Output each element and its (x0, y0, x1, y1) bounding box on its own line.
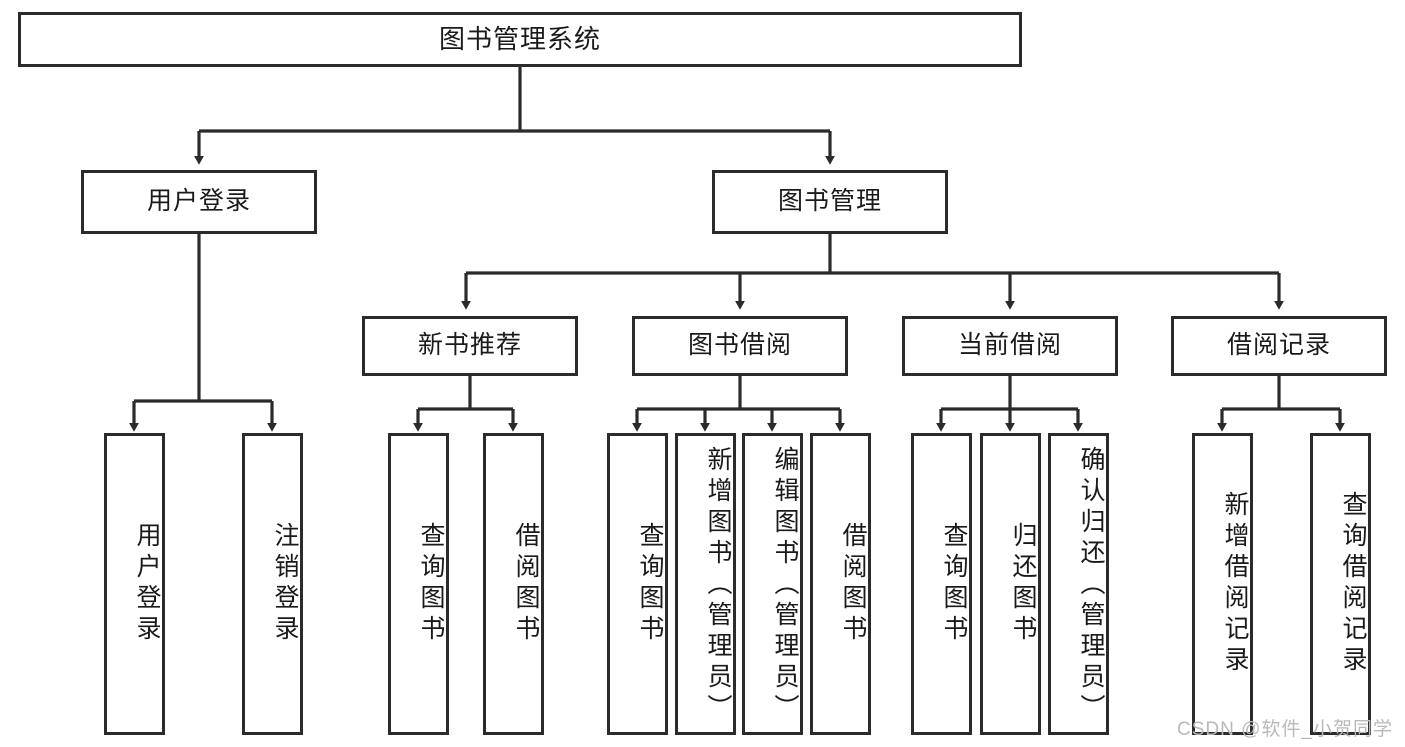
leaf-label: 查询图书 (940, 522, 968, 646)
leaf-record-add-record[interactable]: 新增借阅记录 (1192, 433, 1253, 735)
leaf-user-login-login[interactable]: 用户登录 (104, 433, 165, 735)
leaf-borrow-edit-book-admin[interactable]: 编辑图书（管理员） (742, 433, 803, 735)
leaf-label: 注销登录 (271, 522, 299, 646)
node-book-borrow[interactable]: 图书借阅 (632, 316, 848, 376)
leaf-label: 新增图书（管理员） (704, 446, 732, 725)
node-new-book-recommend[interactable]: 新书推荐 (362, 316, 578, 376)
leaf-label: 查询图书 (417, 522, 445, 646)
leaf-label: 编辑图书（管理员） (771, 446, 799, 725)
leaf-recommend-query-book[interactable]: 查询图书 (388, 433, 449, 735)
leaf-current-confirm-return-admin[interactable]: 确认归还（管理员） (1048, 433, 1109, 735)
leaf-borrow-query-book[interactable]: 查询图书 (607, 433, 668, 735)
leaf-current-query-book[interactable]: 查询图书 (911, 433, 972, 735)
leaf-label: 查询图书 (636, 522, 664, 646)
leaf-label: 确认归还（管理员） (1077, 446, 1105, 725)
leaf-borrow-add-book-admin[interactable]: 新增图书（管理员） (675, 433, 736, 735)
leaf-label: 查询借阅记录 (1339, 491, 1367, 677)
leaf-label: 归还图书 (1009, 522, 1037, 646)
leaf-label: 借阅图书 (512, 522, 540, 646)
csdn-watermark: CSDN @软件_小贺同学 (1177, 719, 1393, 740)
node-current-borrow[interactable]: 当前借阅 (902, 316, 1118, 376)
leaf-borrow-borrow-book[interactable]: 借阅图书 (810, 433, 871, 735)
leaf-user-login-logout[interactable]: 注销登录 (242, 433, 303, 735)
leaf-label: 新增借阅记录 (1221, 491, 1249, 677)
leaf-label: 借阅图书 (839, 522, 867, 646)
node-book-management[interactable]: 图书管理 (712, 170, 948, 234)
leaf-label: 用户登录 (133, 522, 161, 646)
leaf-record-query-record[interactable]: 查询借阅记录 (1310, 433, 1371, 735)
node-borrow-record[interactable]: 借阅记录 (1171, 316, 1387, 376)
node-root-system[interactable]: 图书管理系统 (18, 12, 1022, 67)
node-user-login[interactable]: 用户登录 (81, 170, 317, 234)
leaf-current-return-book[interactable]: 归还图书 (980, 433, 1041, 735)
leaf-recommend-borrow-book[interactable]: 借阅图书 (483, 433, 544, 735)
